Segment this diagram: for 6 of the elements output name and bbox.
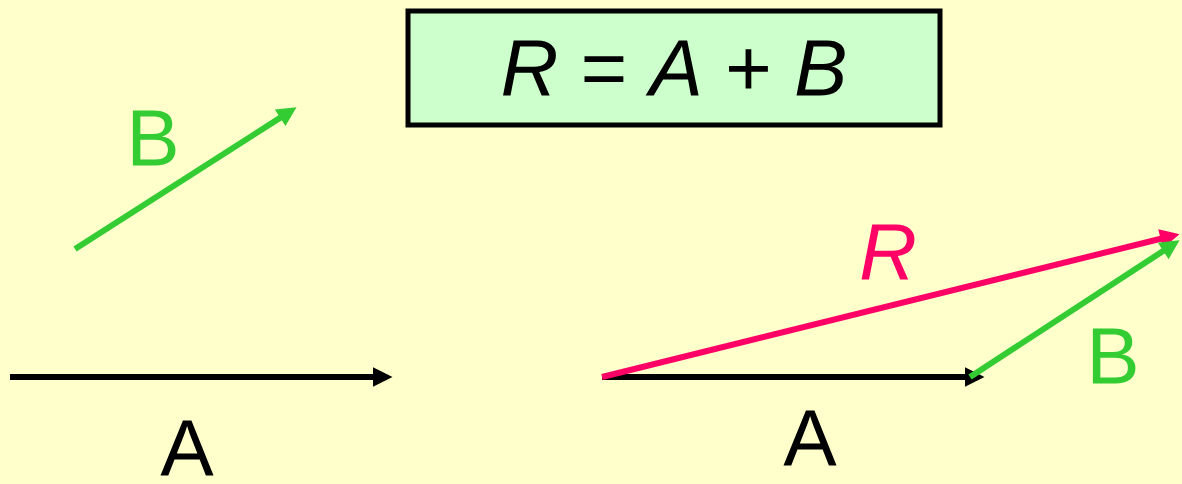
vector-label: B: [1092, 328, 1136, 384]
vector-label: A: [160, 420, 214, 476]
formula-box: R = A + B: [405, 8, 943, 128]
vector-label: R: [861, 224, 915, 280]
vector-label: A: [783, 410, 837, 466]
vector-label: B: [132, 110, 176, 166]
